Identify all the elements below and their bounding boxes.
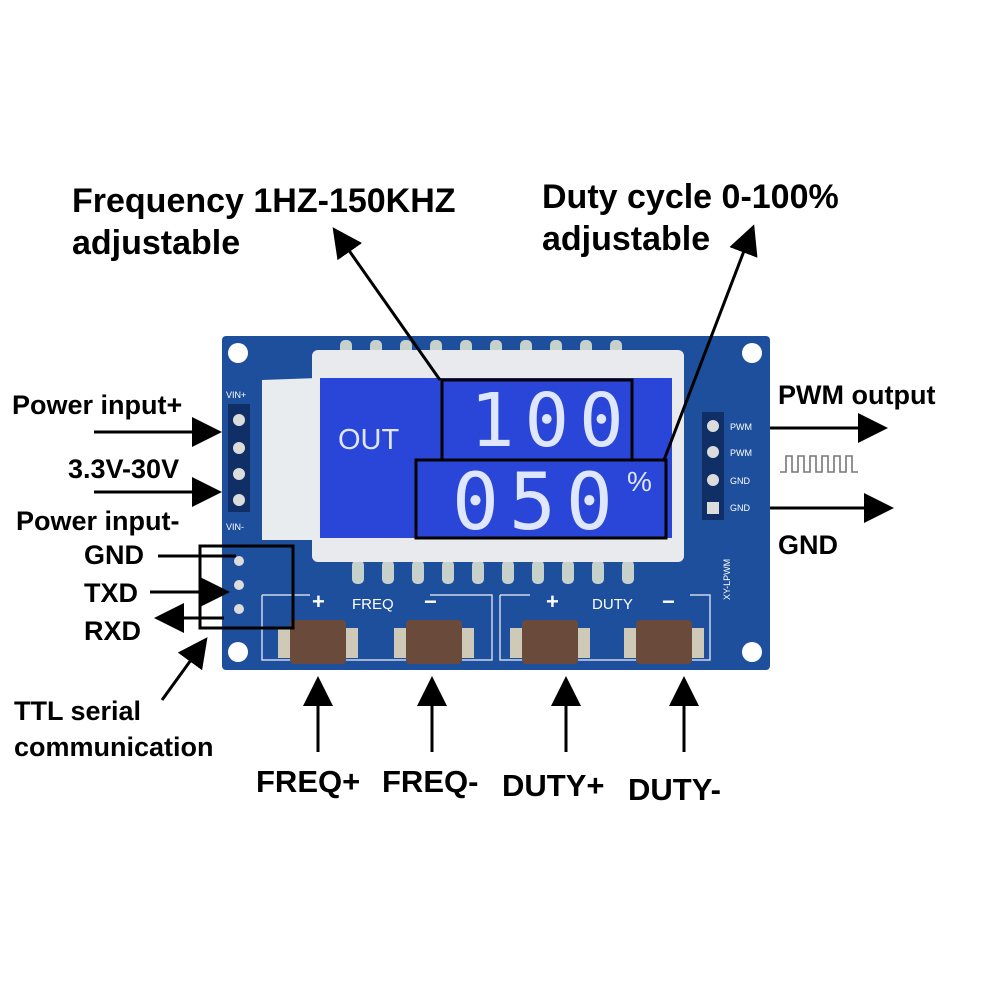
pin-label-pwm-2: PWM [730,448,752,458]
pin-label-gnd-2: GND [730,503,750,513]
ttl-label-line1: TTL serial [14,696,142,726]
freq-minus-button[interactable] [394,620,474,664]
freq-plus-button[interactable] [278,620,358,664]
duty-group-label: DUTY [592,596,633,613]
gnd-right-label: GND [778,530,838,560]
lcd-duty-value: 050 [452,458,623,548]
duty-plus-label: DUTY+ [502,768,605,803]
pin-label-pwm-1: PWM [730,422,752,432]
freq-group-frame [261,594,493,661]
gnd-left-label: GND [84,540,144,570]
pin-label-vin-minus: VIN- [226,522,244,532]
frequency-label-line1: Frequency 1HZ-150KHZ [72,182,456,220]
frequency-label-line2: adjustable [72,224,241,262]
duty-label-line1: Duty cycle 0-100% [542,178,839,216]
ttl-label-line2: communication [14,732,214,762]
freq-minus-label: FREQ- [382,764,479,799]
duty-plus-button[interactable] [510,620,590,664]
duty-minus-button[interactable] [624,620,704,664]
lcd-frequency-value: 100 [470,378,634,464]
duty-arrow [662,224,758,461]
pin-label-vin-plus: VIN+ [226,390,247,400]
mount-hole [742,642,762,662]
rxd-label: RXD [84,616,142,646]
lcd-percent-sign: % [627,466,652,497]
lcd-pins-bottom [352,560,634,584]
pin-label-gnd-1: GND [730,476,750,486]
pwm-output-label: PWM output [778,380,936,410]
mount-hole [742,343,762,363]
voltage-label: 3.3V-30V [68,454,180,484]
lcd-reflection [262,378,318,540]
power-minus-label: Power input- [16,506,180,536]
txd-label: TXD [84,578,138,608]
duty-label-line2: adjustable [542,220,711,258]
duty-minus-label: DUTY- [628,772,721,807]
duty-group-frame [499,594,711,661]
freq-group-label: FREQ [352,596,394,613]
frequency-arrow [332,227,442,381]
lcd-out-label: OUT [338,424,400,456]
callout-arrows [94,224,894,752]
duty-plus-sign: + [546,589,559,614]
mount-hole [228,642,248,662]
right-header-pins [702,412,724,520]
mount-hole [228,343,248,363]
duty-highlight-box [414,458,668,540]
lcd-screen [320,378,672,538]
power-plus-label: Power input+ [12,390,183,420]
duty-minus-sign: − [662,589,675,614]
ttl-arrow [160,637,208,701]
freq-plus-sign: + [312,589,325,614]
freq-minus-sign: − [424,589,437,614]
freq-plus-label: FREQ+ [256,764,361,799]
left-header-pins [228,404,250,614]
pwm-waveform-icon [780,455,858,473]
model-label: XY-LPWM [722,558,732,600]
